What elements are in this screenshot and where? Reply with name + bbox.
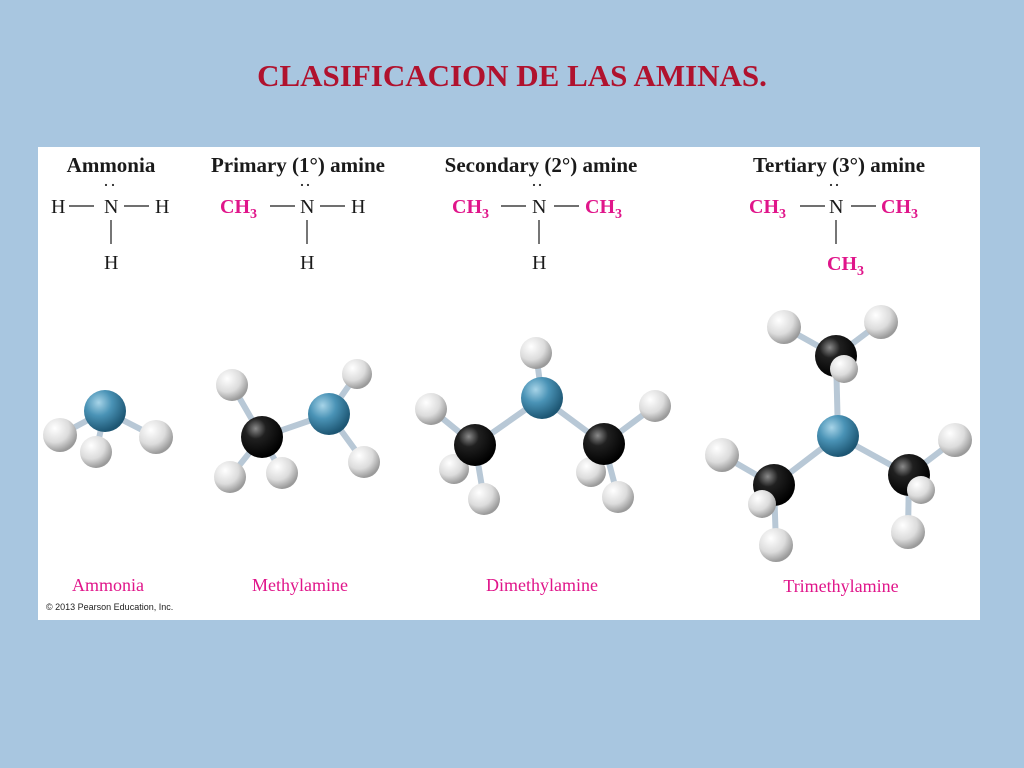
formula-trimethylamine: CH3 N ·· CH3 CH3 <box>749 175 918 279</box>
model-methylamine <box>214 359 380 493</box>
name-dimethylamine: Dimethylamine <box>486 575 598 595</box>
copyright-notice: © 2013 Pearson Education, Inc. <box>46 602 174 612</box>
formula-dimethylamine: CH3 N ·· CH3 H <box>452 175 622 274</box>
formula-methylamine: CH3 N ·· H H <box>220 175 365 274</box>
svg-text:··: ·· <box>103 175 117 195</box>
svg-text:CH3: CH3 <box>749 196 786 222</box>
svg-text:N: N <box>104 196 118 218</box>
svg-text:N: N <box>532 196 546 218</box>
formula-ammonia: H N ·· H H <box>51 175 169 274</box>
amine-figure-panel: Ammonia Primary (1°) amine Secondary (2°… <box>38 147 980 620</box>
heading-primary-amine: Primary (1°) amine <box>211 153 385 177</box>
model-ammonia <box>43 390 173 468</box>
svg-text:H: H <box>51 196 65 218</box>
svg-text:CH3: CH3 <box>881 196 918 222</box>
svg-text:CH3: CH3 <box>827 253 864 279</box>
svg-text:··: ·· <box>531 175 543 195</box>
svg-text:··: ·· <box>828 175 840 195</box>
slide-title: CLASIFICACION DE LAS AMINAS. <box>257 58 767 93</box>
svg-text:CH3: CH3 <box>585 196 622 222</box>
name-trimethylamine: Trimethylamine <box>783 576 898 596</box>
model-trimethylamine <box>705 305 972 562</box>
svg-text:N: N <box>300 196 314 218</box>
svg-text:H: H <box>104 252 118 274</box>
svg-text:CH3: CH3 <box>220 196 257 222</box>
heading-tertiary-amine: Tertiary (3°) amine <box>753 153 925 177</box>
svg-text:H: H <box>532 252 546 274</box>
amine-figure: Ammonia Primary (1°) amine Secondary (2°… <box>43 153 972 596</box>
svg-text:CH3: CH3 <box>452 196 489 222</box>
name-methylamine: Methylamine <box>252 575 348 595</box>
svg-text:··: ·· <box>299 175 311 195</box>
svg-text:H: H <box>155 196 169 218</box>
heading-secondary-amine: Secondary (2°) amine <box>445 153 638 177</box>
heading-ammonia: Ammonia <box>67 153 156 177</box>
svg-text:H: H <box>300 252 314 274</box>
name-ammonia: Ammonia <box>72 575 144 595</box>
svg-text:H: H <box>351 196 365 218</box>
model-dimethylamine <box>415 337 671 515</box>
svg-text:N: N <box>829 196 843 218</box>
